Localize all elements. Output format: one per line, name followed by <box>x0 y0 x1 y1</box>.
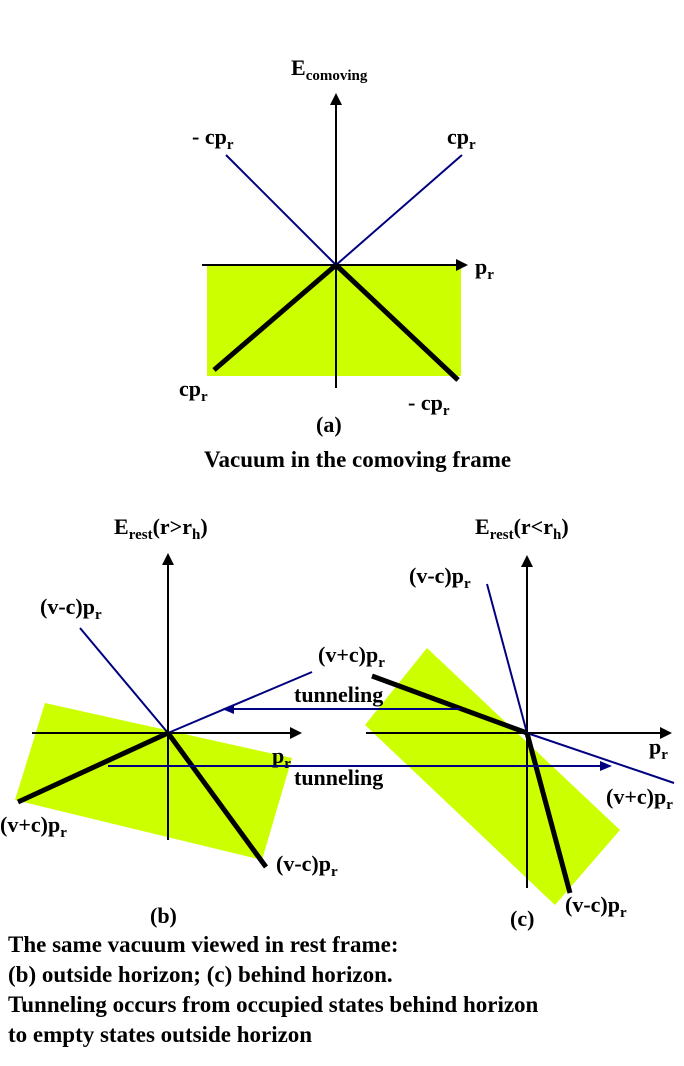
panel-b-line-upper-left <box>79 627 169 734</box>
panel-a-label-lower-right: - cpr <box>408 390 450 419</box>
panel-c-line-upper <box>486 583 528 734</box>
footer-line-4: to empty states outside horizon <box>8 1022 313 1047</box>
panel-a-tag: (a) <box>316 412 342 437</box>
panel-c-line-upper-left-occupied <box>371 673 528 736</box>
panel-c-tag: (c) <box>510 906 534 931</box>
panel-a-label-upper-right: cpr <box>447 124 476 153</box>
panel-b-tag: (b) <box>150 903 177 928</box>
panel-a-momentum-label: pr <box>475 254 494 283</box>
panel-a-label-upper-left: - cpr <box>192 124 234 153</box>
tunneling-label-top: tunneling <box>294 682 383 707</box>
panel-b-line-lower-right <box>165 731 269 869</box>
panel-b-label-lower-left: (v+c)pr <box>0 812 67 841</box>
panel-c-line-lower-occupied <box>524 732 573 894</box>
panel-a: Ecomoving pr - cpr cpr cpr - cpr (a) <box>179 55 494 437</box>
panel-a-energy-label: Ecomoving <box>291 55 368 84</box>
panel-c-label-upper: (v-c)pr <box>409 563 471 592</box>
panel-c-momentum-label: pr <box>649 734 668 763</box>
panel-b-momentum-label: pr <box>272 743 291 772</box>
panel-c-line-right <box>526 732 675 784</box>
panel-a-line-lower-right <box>334 263 460 382</box>
panel-c-label-lower: (v-c)pr <box>565 892 627 921</box>
panel-a-filled-region <box>207 265 461 376</box>
panel-c-energy-label: Erest(r<rh) <box>475 514 569 543</box>
panel-b-label-upper-right: (v+c)pr <box>318 642 385 671</box>
panel-c-label-right: (v+c)pr <box>606 784 673 813</box>
footer-line-2: (b) outside horizon; (c) behind horizon. <box>8 962 393 987</box>
panel-a-line-lower-left <box>212 263 338 372</box>
footer-line-3: Tunneling occurs from occupied states be… <box>8 992 539 1017</box>
panel-b-line-lower-left <box>16 730 170 805</box>
panel-b-label-lower-right: (v-c)pr <box>276 851 338 880</box>
panel-a-label-lower-left: cpr <box>179 376 208 405</box>
panel-b-line-upper-right <box>167 671 313 734</box>
tunneling-arrows: tunneling tunneling <box>108 682 612 790</box>
panel-a-line-upper-right <box>335 154 463 266</box>
panel-c: Erest(r<rh) pr (v-c)pr (v+c)pr (v-c)pr (… <box>365 514 675 931</box>
tunneling-label-bottom: tunneling <box>294 765 383 790</box>
footer-line-1: The same vacuum viewed in rest frame: <box>8 932 399 957</box>
panel-b-filled-region <box>15 703 292 860</box>
panel-b-label-upper-left: (v-c)pr <box>40 594 102 623</box>
panel-a-caption: Vacuum in the comoving frame <box>204 447 512 472</box>
panel-b-energy-label: Erest(r>rh) <box>114 514 208 543</box>
panel-b: Erest(r>rh) pr (v-c)pr (v+c)pr (v+c)pr (… <box>0 514 385 928</box>
panel-a-line-upper-left <box>225 154 337 266</box>
